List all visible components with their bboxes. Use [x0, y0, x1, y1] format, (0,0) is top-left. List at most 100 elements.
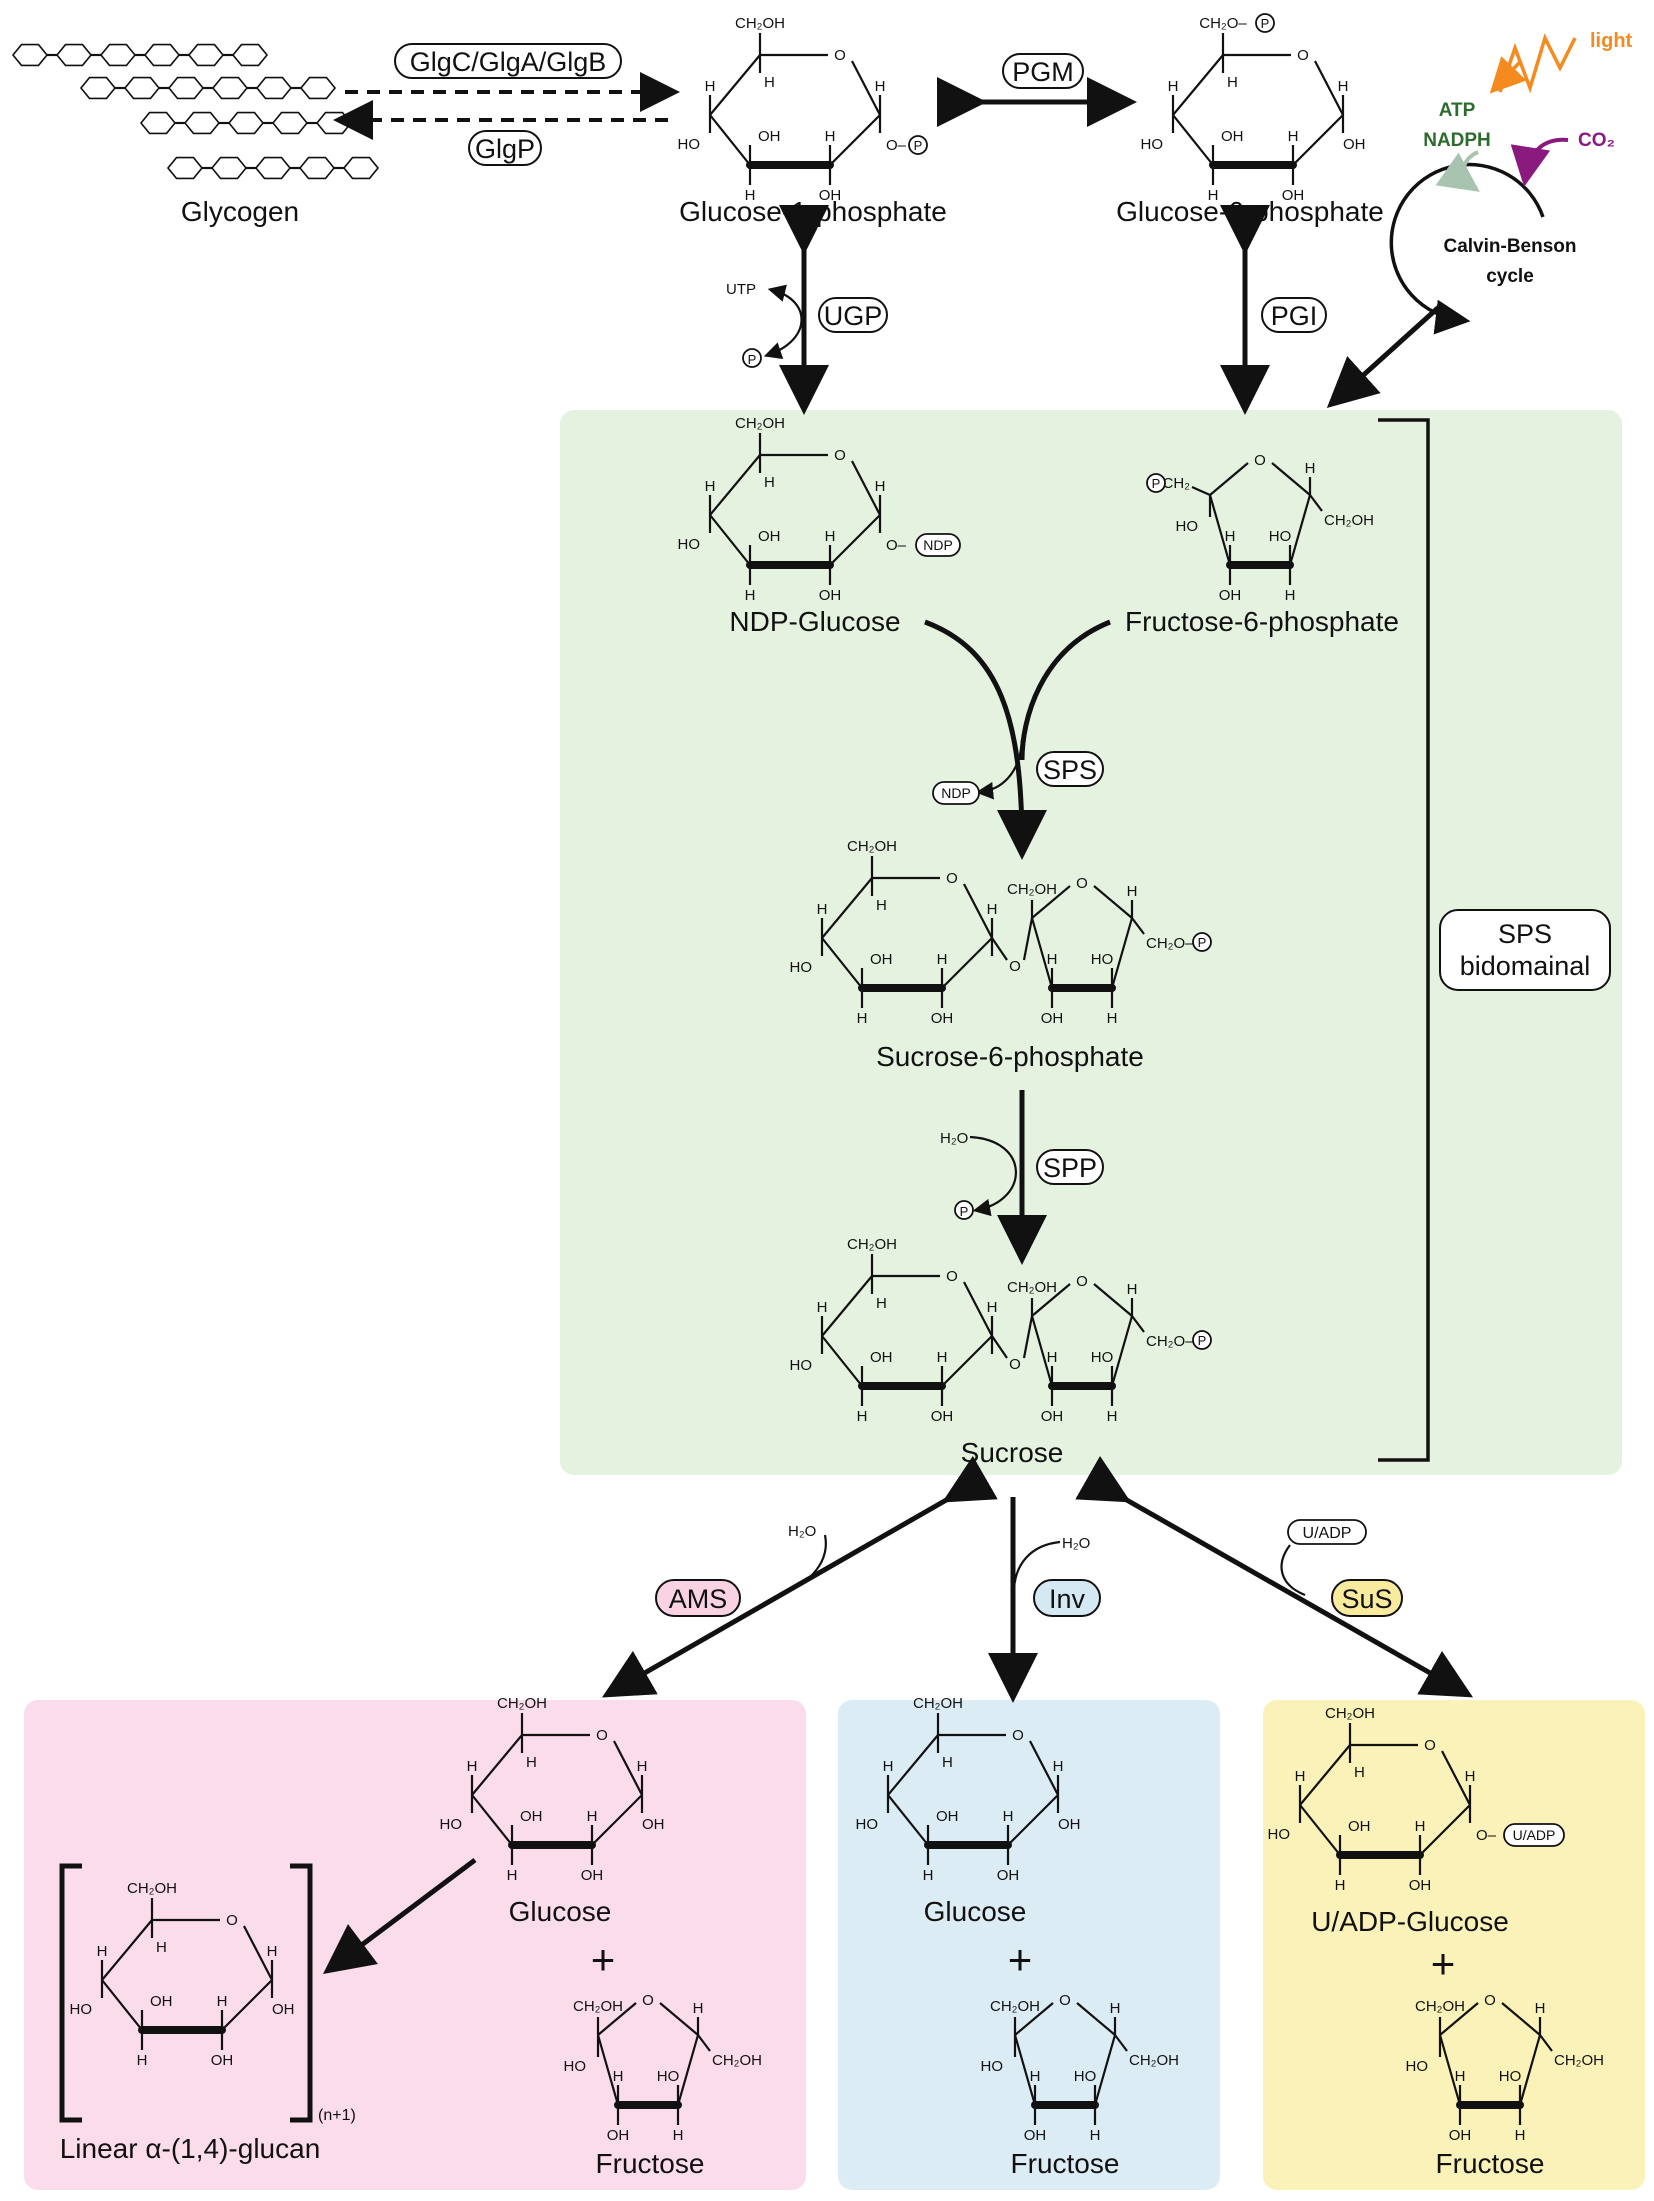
svg-text:O: O [1059, 1992, 1071, 2009]
svg-text:H: H [875, 78, 886, 95]
svg-text:CH₂OH: CH₂OH [1007, 1279, 1057, 1296]
svg-text:O: O [642, 1992, 654, 2009]
svg-text:CH₂O–: CH₂O– [1146, 1333, 1194, 1350]
svg-text:OH: OH [870, 951, 893, 968]
svg-text:CH₂OH: CH₂OH [1325, 1705, 1375, 1722]
svg-text:OH: OH [997, 1867, 1020, 1884]
svg-text:HO: HO [440, 1816, 463, 1833]
calvin-to-f6p-arrow [1326, 304, 1442, 409]
svg-text:OH: OH [1409, 1877, 1432, 1894]
svg-text:O: O [946, 1268, 958, 1285]
svg-text:H: H [1338, 78, 1349, 95]
co2-label: CO₂ [1578, 130, 1615, 151]
svg-text:H: H [1030, 2068, 1041, 2085]
ams-panel [24, 1700, 806, 2190]
svg-text:NDP: NDP [923, 537, 953, 553]
svg-text:H: H [987, 1299, 998, 1316]
svg-text:P: P [914, 138, 923, 153]
g1p-label: Glucose-1-phosphate [679, 196, 947, 227]
svg-text:H: H [587, 1808, 598, 1825]
svg-text:SuS: SuS [1341, 1584, 1392, 1614]
svg-text:HO: HO [981, 2058, 1004, 2075]
svg-text:H: H [1107, 1010, 1118, 1027]
sucrose-label: Sucrose [961, 1437, 1064, 1468]
svg-text:H: H [1415, 1818, 1426, 1835]
sucrose-structure-glycosidic-bond: O [991, 1315, 1034, 1373]
svg-text:H: H [526, 1754, 537, 1771]
f6p-label: Fructose-6-phosphate [1125, 606, 1399, 637]
svg-text:CH₂OH: CH₂OH [1554, 2052, 1604, 2069]
enzyme-pill-ams: AMS [655, 1579, 741, 1617]
svg-text:H: H [987, 901, 998, 918]
svg-text:P: P [1152, 476, 1161, 491]
enzyme-pill-sps-bidomainal: SPS bidomainal [1439, 909, 1611, 991]
svg-text:CH₂OH: CH₂OH [735, 15, 785, 32]
spp-h2o-label: H₂O [940, 1130, 968, 1147]
svg-text:HO: HO [1269, 528, 1292, 545]
substituent-badge: U/ADP [1503, 1823, 1565, 1847]
phosphate-icon: P [1146, 473, 1166, 493]
svg-text:CH₂OH: CH₂OH [735, 415, 785, 432]
svg-text:P: P [748, 352, 757, 367]
svg-text:OH: OH [150, 1993, 173, 2010]
svg-text:OH: OH [1024, 2127, 1047, 2144]
svg-text:P: P [1261, 16, 1270, 31]
svg-text:O: O [1009, 1356, 1021, 1373]
glucan-bracket-left [59, 1863, 82, 2123]
plus-sus: + [1431, 1940, 1456, 1987]
light-label: light [1590, 30, 1633, 52]
fructose-sus-label: Fructose [1436, 2148, 1545, 2179]
phosphate-icon: P [908, 135, 928, 155]
sus-uadp-pill: U/ADP [1287, 1519, 1367, 1545]
svg-text:CH₂OH: CH₂OH [847, 838, 897, 855]
svg-text:HO: HO [1091, 1349, 1114, 1366]
svg-text:CH₂OH: CH₂OH [1007, 881, 1057, 898]
svg-text:H: H [137, 2052, 148, 2069]
svg-text:HO: HO [1074, 2068, 1097, 2085]
phosphate-icon: P [1255, 13, 1275, 33]
svg-text:H: H [1288, 128, 1299, 145]
svg-text:H: H [705, 478, 716, 495]
svg-text:H: H [693, 2000, 704, 2017]
svg-text:U/ADP: U/ADP [1303, 1525, 1352, 1542]
svg-text:UGP: UGP [824, 301, 883, 331]
s6p-label: Sucrose-6-phosphate [876, 1041, 1144, 1072]
phosphate-icon: P [1192, 1330, 1212, 1350]
svg-text:H: H [817, 901, 828, 918]
svg-text:OH: OH [211, 2052, 234, 2069]
sps-arrow-f6p [1019, 619, 1111, 761]
svg-text:H: H [1168, 78, 1179, 95]
svg-text:H: H [1047, 1349, 1058, 1366]
svg-text:OH: OH [758, 528, 781, 545]
svg-text:H: H [97, 1943, 108, 1960]
inv-h2o-label: H₂O [1062, 1535, 1090, 1552]
svg-text:OH: OH [1058, 1816, 1081, 1833]
svg-text:H: H [1127, 883, 1138, 900]
svg-text:H: H [217, 1993, 228, 2010]
svg-text:CH₂OH: CH₂OH [127, 1880, 177, 1897]
enzyme-pill-pgi: PGI [1261, 297, 1327, 333]
substituent-badge: NDP [915, 533, 961, 557]
glucan-subscript: (n+1) [318, 2107, 356, 2124]
svg-text:H: H [857, 1408, 868, 1425]
spp-cofactor-curve [969, 1135, 1017, 1217]
glucose-ams-label: Glucose [509, 1896, 612, 1927]
inv-h2o-curve [1012, 1540, 1061, 1591]
svg-text:OH: OH [520, 1808, 543, 1825]
atp-nadph-arrow [1435, 150, 1480, 192]
svg-text:HO: HO [678, 136, 701, 153]
svg-text:GlgP: GlgP [475, 134, 535, 164]
svg-text:H: H [1090, 2127, 1101, 2144]
svg-text:H: H [764, 474, 775, 491]
sus-uadp-curve [1280, 1544, 1306, 1597]
svg-text:CH₂O–: CH₂O– [1199, 15, 1247, 32]
